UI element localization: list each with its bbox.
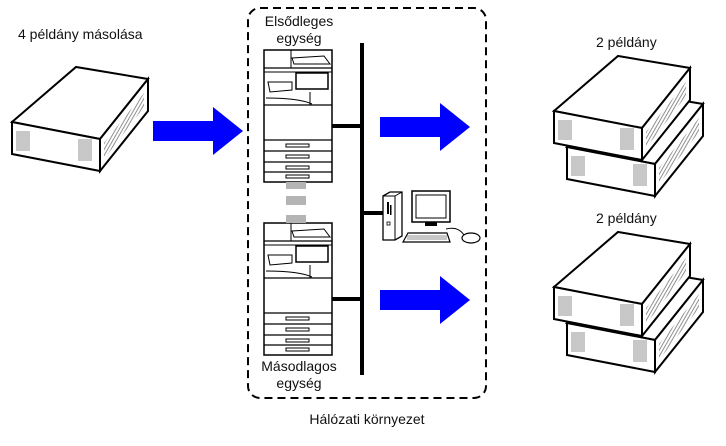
output-stack-top-icon — [553, 55, 704, 197]
output-top-label: 2 példány — [596, 34, 657, 50]
secondary-unit-label-line2: egység — [276, 375, 322, 391]
input-arrow-icon — [153, 107, 243, 155]
secondary-copier-icon — [263, 222, 333, 356]
secondary-unit-label: Másodlagos egység — [256, 358, 342, 392]
network-label: Hálózati környezet — [309, 411, 425, 427]
output-arrow-top-icon — [380, 103, 470, 151]
source-label: 4 példány másolása — [18, 26, 143, 42]
network-boundary — [247, 7, 487, 399]
primary-copier-icon — [263, 49, 333, 183]
primary-unit-label-line2: egység — [276, 30, 322, 46]
secondary-unit-label-line1: Másodlagos — [261, 358, 337, 374]
output-stack-bottom-icon — [553, 231, 704, 373]
output-bottom-label: 2 példány — [596, 210, 657, 226]
primary-unit-label: Elsődleges egység — [262, 13, 336, 47]
output-arrow-bottom-icon — [380, 276, 470, 324]
tandem-separator — [286, 182, 306, 223]
primary-unit-label-line1: Elsődleges — [264, 13, 334, 29]
computer-icon — [382, 190, 481, 244]
source-paper-stack-icon — [11, 66, 149, 172]
